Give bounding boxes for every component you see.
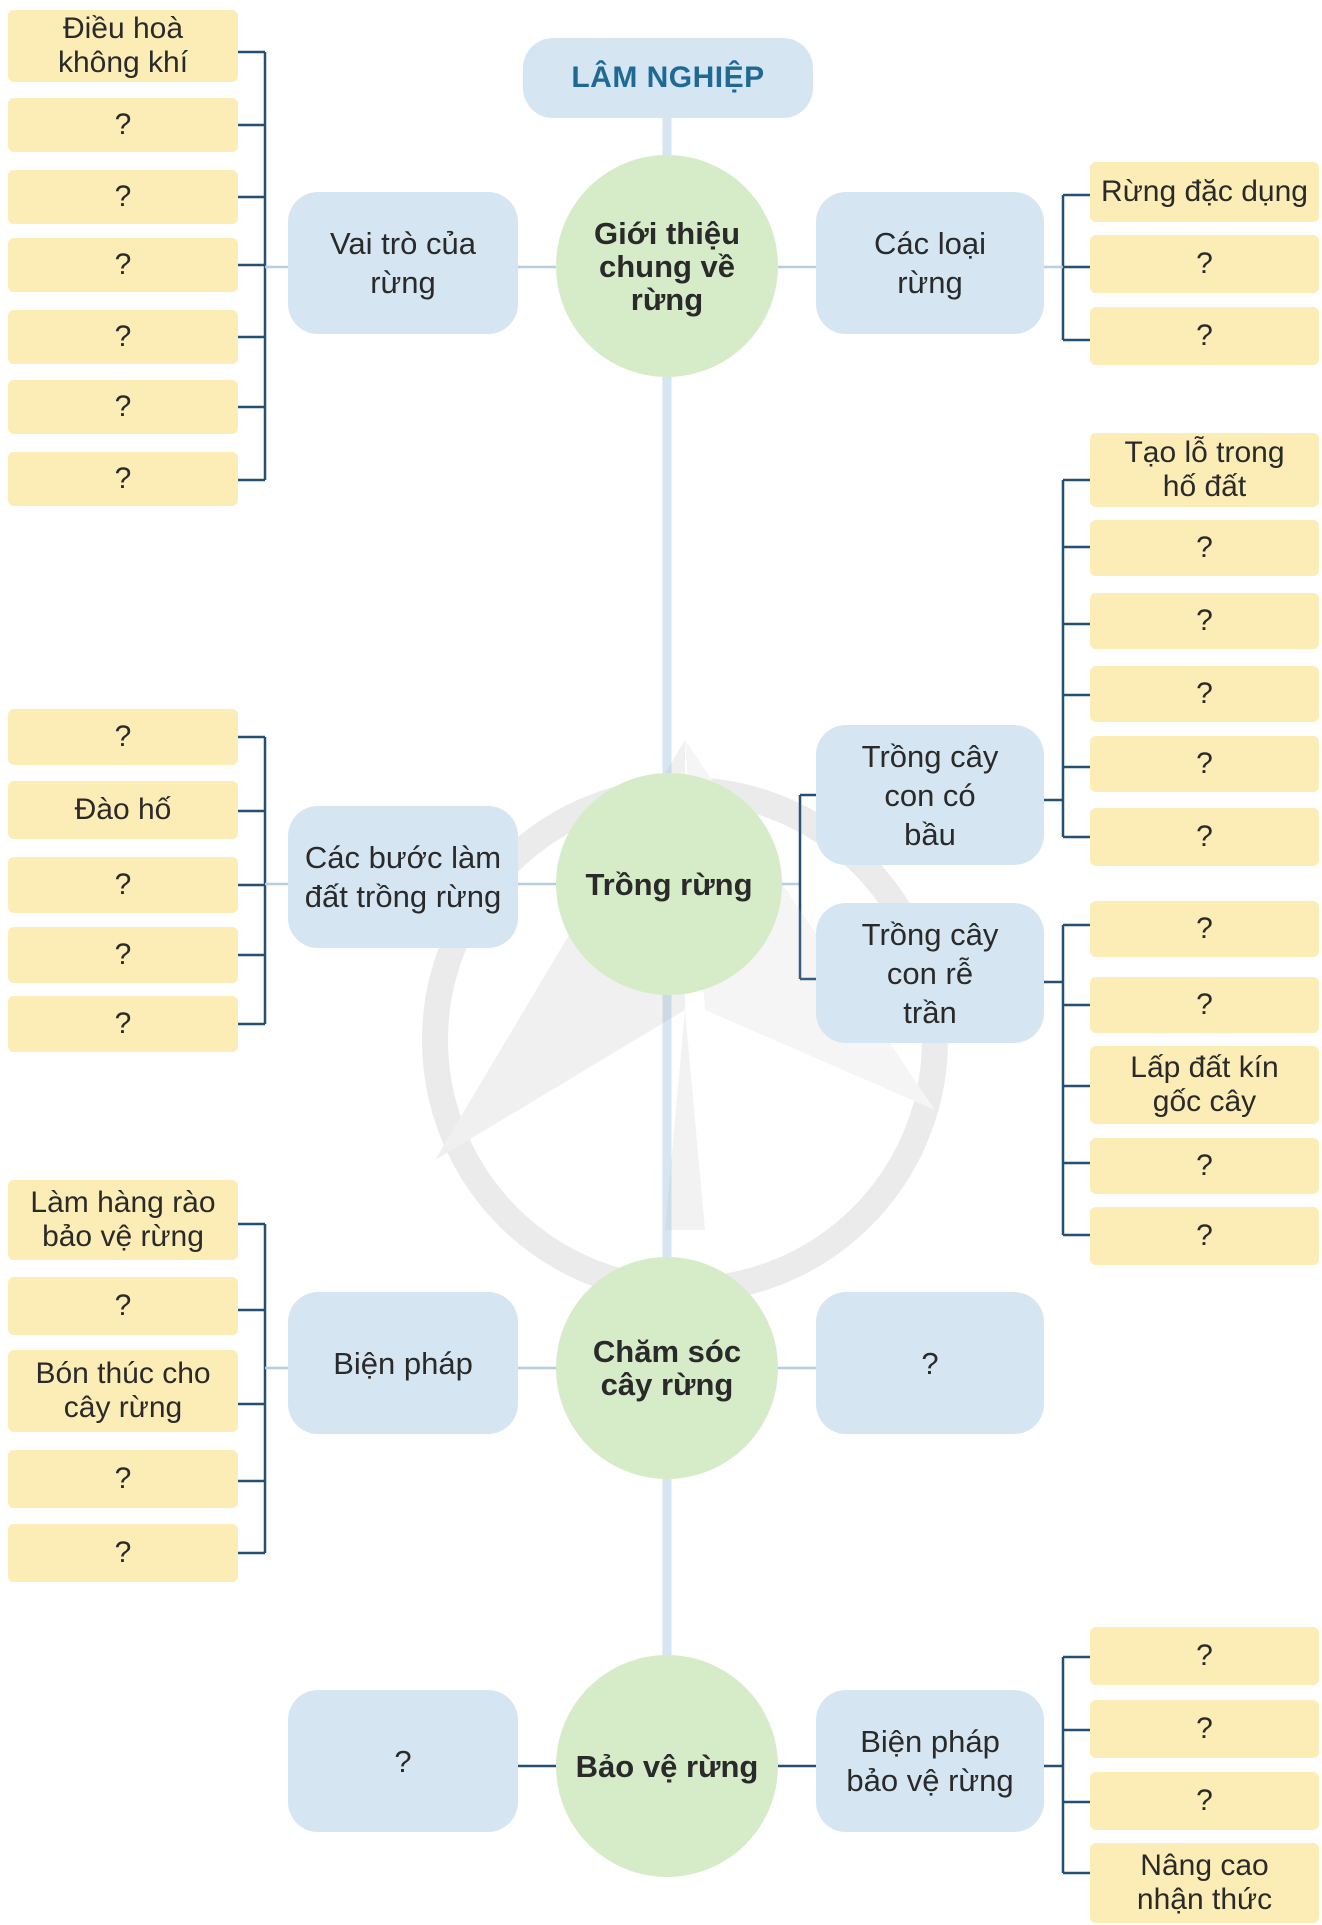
- leaf-cac-buoc-3: ?: [8, 857, 238, 913]
- leaf-vai-tro-7: ?: [8, 452, 238, 506]
- root-title: LÂM NGHIỆP: [523, 38, 813, 118]
- leaf-bao-ve-2: ?: [1090, 1700, 1319, 1758]
- topic-bao-ve: Bảo vệ rừng: [556, 1655, 778, 1877]
- branch-bien-phap-bao-ve: Biện pháp bảo vệ rừng: [816, 1690, 1044, 1832]
- branch-cac-loai: Các loại rừng: [816, 192, 1044, 334]
- leaf-cac-buoc-1: ?: [8, 709, 238, 765]
- leaf-co-bau-6: ?: [1090, 808, 1319, 866]
- leaf-bien-phap-1: Làm hàng rào bảo vệ rừng: [8, 1180, 238, 1260]
- leaf-vai-tro-6: ?: [8, 380, 238, 434]
- branch-bao-ve-left: ?: [288, 1690, 518, 1832]
- leaf-vai-tro-4: ?: [8, 238, 238, 292]
- leaf-bao-ve-4: Nâng cao nhận thức: [1090, 1843, 1319, 1923]
- leaf-cac-buoc-2: Đào hố: [8, 781, 238, 839]
- leaf-co-bau-4: ?: [1090, 666, 1319, 722]
- topic-gioi-thieu: Giới thiệu chung về rừng: [556, 155, 778, 377]
- branch-cham-soc-right: ?: [816, 1292, 1044, 1434]
- leaf-vai-tro-2: ?: [8, 98, 238, 152]
- leaf-re-tran-4: ?: [1090, 1138, 1319, 1194]
- leaf-bao-ve-3: ?: [1090, 1772, 1319, 1830]
- branch-bien-phap: Biện pháp: [288, 1292, 518, 1434]
- leaf-cac-buoc-5: ?: [8, 996, 238, 1052]
- branch-co-bau: Trồng cây con có bầu: [816, 725, 1044, 865]
- leaf-bien-phap-2: ?: [8, 1277, 238, 1335]
- branch-vai-tro: Vai trò của rừng: [288, 192, 518, 334]
- branch-cac-buoc: Các bước làm đất trồng rừng: [288, 806, 518, 948]
- leaf-vai-tro-1: Điều hoà không khí: [8, 10, 238, 82]
- leaf-co-bau-5: ?: [1090, 736, 1319, 792]
- topic-cham-soc: Chăm sóc cây rừng: [556, 1257, 778, 1479]
- leaf-cac-buoc-4: ?: [8, 927, 238, 983]
- leaf-re-tran-3: Lấp đất kín gốc cây: [1090, 1046, 1319, 1124]
- leaf-bien-phap-5: ?: [8, 1524, 238, 1582]
- leaf-re-tran-2: ?: [1090, 977, 1319, 1033]
- leaf-re-tran-5: ?: [1090, 1207, 1319, 1265]
- leaf-bien-phap-3: Bón thúc cho cây rừng: [8, 1350, 238, 1432]
- leaf-cac-loai-1: Rừng đặc dụng: [1090, 162, 1319, 222]
- leaf-co-bau-2: ?: [1090, 520, 1319, 576]
- topic-trong-rung: Trồng rừng: [556, 773, 782, 995]
- leaf-cac-loai-2: ?: [1090, 235, 1319, 293]
- leaf-vai-tro-3: ?: [8, 170, 238, 224]
- leaf-bao-ve-1: ?: [1090, 1627, 1319, 1685]
- leaf-cac-loai-3: ?: [1090, 307, 1319, 365]
- leaf-co-bau-3: ?: [1090, 593, 1319, 649]
- leaf-re-tran-1: ?: [1090, 901, 1319, 957]
- leaf-co-bau-1: Tạo lỗ trong hố đất: [1090, 433, 1319, 507]
- branch-re-tran: Trồng cây con rễ trần: [816, 903, 1044, 1043]
- leaf-vai-tro-5: ?: [8, 310, 238, 364]
- leaf-bien-phap-4: ?: [8, 1450, 238, 1508]
